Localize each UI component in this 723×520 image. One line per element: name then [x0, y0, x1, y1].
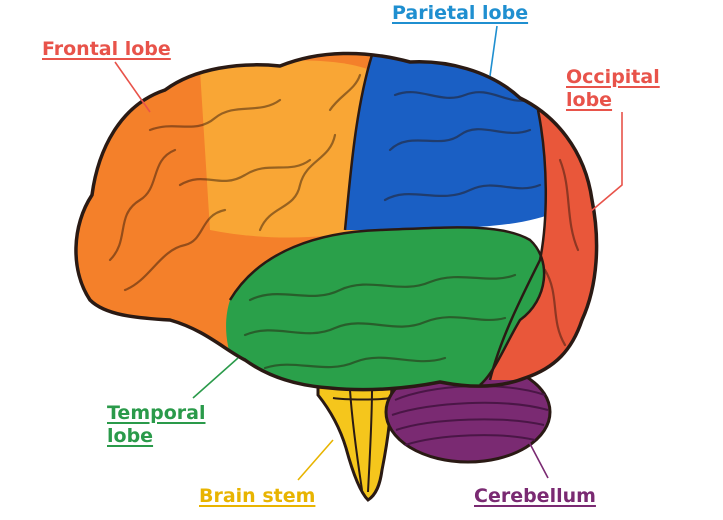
lobe-borders — [228, 54, 548, 386]
temporal-label-line2: lobe — [107, 425, 154, 447]
cortex-folds — [108, 73, 580, 370]
temporal-lobe-region — [226, 227, 545, 390]
cerebrum — [75, 53, 597, 390]
frontal-lobe-label: Frontal lobe — [42, 38, 171, 60]
cerebellum-leader-line — [527, 439, 549, 479]
occipital-leader-line — [589, 112, 623, 213]
temporal-leader-line — [192, 357, 239, 399]
brain-stem-label: Brain stem — [199, 485, 316, 507]
temporal-label-line1: Temporal — [107, 402, 206, 424]
parietal-leader-line — [489, 25, 498, 77]
occipital-lobe-label: Occipital lobe — [566, 66, 660, 112]
parietal-lobe-region — [345, 53, 570, 230]
cerebrum-outline — [74, 51, 599, 392]
cerebellum-label: Cerebellum — [474, 485, 596, 507]
parietal-lobe-label: Parietal lobe — [392, 2, 529, 24]
frontal-leader-line — [114, 61, 151, 113]
occipital-label-line1: Occipital — [566, 66, 660, 88]
occipital-label-line2: lobe — [566, 89, 613, 111]
brain-stem-ridges — [332, 387, 391, 493]
frontal-lobe-highlight — [200, 60, 370, 238]
temporal-lobe-label: Temporal lobe — [107, 402, 205, 448]
brain-stem-leader-line — [297, 439, 334, 481]
